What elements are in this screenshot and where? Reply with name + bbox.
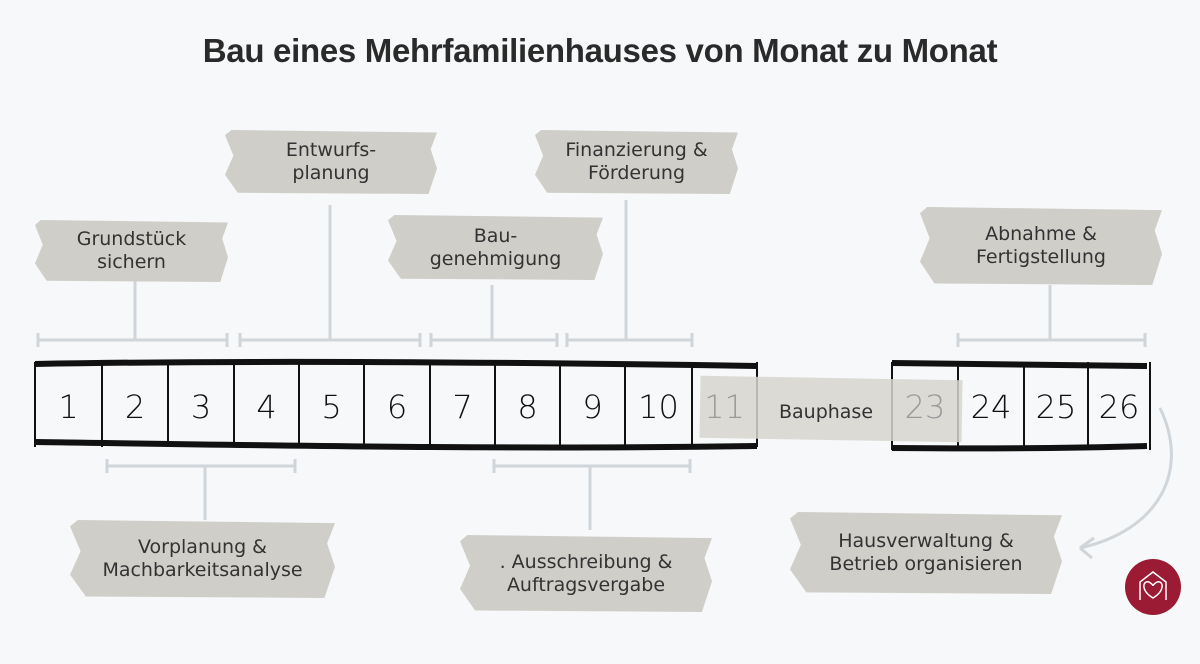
gap-label: Bauphase	[779, 401, 873, 423]
month-cell-4: 4	[256, 388, 276, 426]
month-cell-6: 6	[387, 388, 407, 426]
bauphase-tape	[699, 375, 963, 443]
month-cell-24: 24	[971, 388, 1012, 426]
month-cell-25: 25	[1036, 388, 1077, 426]
month-cell-9: 9	[582, 388, 602, 426]
phase-baugenehmigung: Bau-genehmigung	[388, 215, 603, 280]
bracket-ausschreibung	[492, 459, 692, 530]
bracket-grundstueck	[36, 258, 229, 347]
bracket-abnahme	[956, 285, 1147, 347]
month-cell-2: 2	[125, 388, 145, 426]
phase-hausverwaltung: Hausverwaltung &Betrieb organisieren	[790, 512, 1062, 594]
phase-ausschreibung: . Ausschreibung &Auftragsvergabe	[460, 535, 712, 612]
page-title: Bau eines Mehrfamilienhauses von Monat z…	[202, 32, 998, 69]
month-cell-26: 26	[1099, 388, 1140, 426]
month-cell-3: 3	[191, 388, 211, 426]
phase-finanzierung: Finanzierung &Förderung	[535, 130, 738, 194]
house-heart-icon	[1139, 571, 1167, 600]
month-cell-11: 11	[704, 388, 745, 426]
arrow-head	[1079, 536, 1095, 560]
month-cell-5: 5	[321, 388, 341, 426]
bracket-finanzierung	[565, 200, 694, 347]
logo	[1125, 559, 1181, 615]
brackets	[36, 200, 1173, 560]
arrow-curve	[1079, 407, 1173, 550]
phase-vorplanung: Vorplanung &Machbarkeitsanalyse	[70, 520, 335, 598]
phase-abnahme: Abnahme &Fertigstellung	[920, 207, 1162, 285]
month-cell-8: 8	[517, 388, 537, 426]
bracket-entwurf	[238, 205, 422, 347]
strip-left	[34, 358, 758, 451]
bracket-vorplanung	[105, 459, 297, 520]
month-cell-10: 10	[638, 388, 679, 426]
month-cell-1: 1	[58, 388, 78, 426]
phase-entwurf: Entwurfs-planung	[225, 130, 437, 194]
month-cell-23: 23	[905, 388, 946, 426]
month-cell-7: 7	[452, 388, 472, 426]
bracket-baugenehmigung	[429, 285, 559, 347]
